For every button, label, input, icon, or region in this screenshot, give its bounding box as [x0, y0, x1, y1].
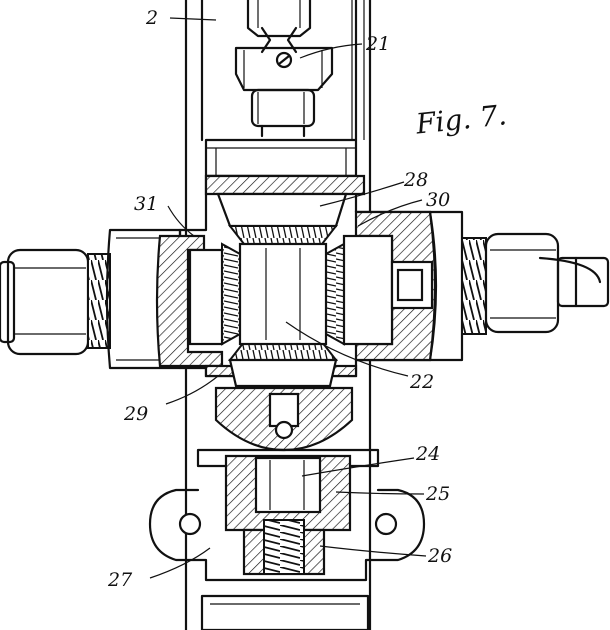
mounting-bracket: [148, 488, 426, 630]
right-shaft: [428, 210, 610, 362]
ref-24: 24: [415, 443, 440, 465]
figure-title: Fig. 7.: [413, 98, 508, 140]
ref-28: 28: [403, 169, 428, 191]
ref-30: 30: [426, 189, 450, 211]
bevel-gears: [188, 192, 394, 388]
ref-2: 2: [145, 7, 158, 29]
ref-31: 31: [134, 193, 158, 215]
reference-numerals: 2 21 28 30 31 22 29 24 25 26 27: [107, 7, 452, 591]
leader-lines: [149, 17, 427, 579]
housing-collar: [204, 138, 358, 178]
ref-22: 22: [409, 371, 434, 393]
ref-26: 26: [427, 545, 452, 567]
ref-29: 29: [123, 403, 148, 425]
bearing-ball: [268, 392, 300, 440]
top-nut-assembly: [234, 0, 334, 138]
left-shaft: [0, 228, 182, 370]
lower-block: [196, 448, 380, 532]
ref-21: 21: [365, 33, 390, 55]
ref-25: 25: [425, 483, 450, 505]
ref-27: 27: [107, 569, 133, 591]
right-spindle: [390, 260, 434, 310]
